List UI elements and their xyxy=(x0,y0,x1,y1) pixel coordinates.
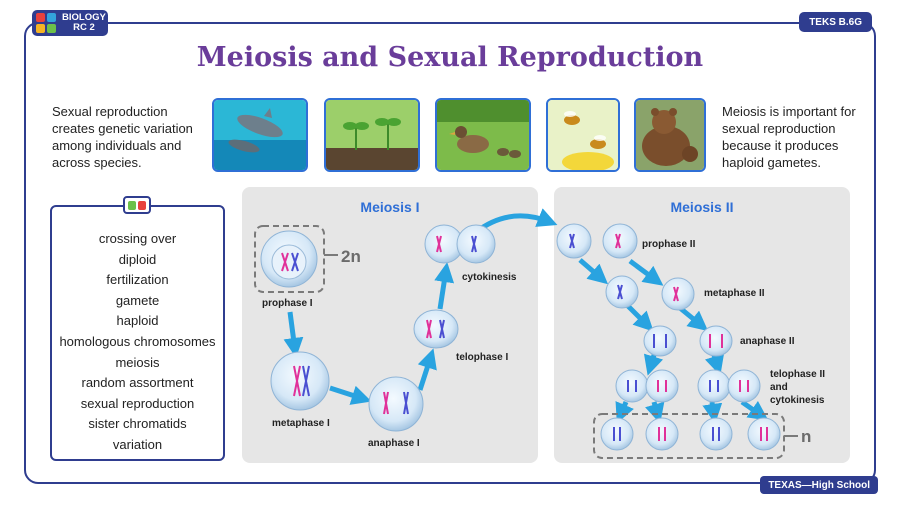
vocab-item: gamete xyxy=(115,292,160,308)
vocabulary-box: crossing over diploid fertilization game… xyxy=(50,205,225,461)
intro-right-text: Meiosis is important for sexual reproduc… xyxy=(722,104,856,170)
bee-photo xyxy=(546,98,620,172)
meiosis-2-title: Meiosis II xyxy=(670,199,734,215)
telophase-2-cells xyxy=(615,369,761,403)
vocab-item: crossing over xyxy=(98,231,177,246)
diploid-label: 2n xyxy=(341,247,361,266)
intro-left-text: Sexual reproduction creates genetic vari… xyxy=(52,104,193,170)
prophase-2-cells xyxy=(556,223,638,259)
meiosis-1-title: Meiosis I xyxy=(360,199,420,215)
anaphase-1-cell xyxy=(368,376,424,432)
vocab-item: random assortment xyxy=(81,375,194,391)
haploid-label: n xyxy=(801,427,811,446)
vocab-item: meiosis xyxy=(115,354,160,370)
duck-photo xyxy=(435,98,531,172)
prophase-1-cell xyxy=(260,230,318,288)
course-level: RC 2 xyxy=(73,22,95,33)
course-logo-icon xyxy=(36,13,56,33)
seedling-photo xyxy=(324,98,420,172)
vocab-item: variation xyxy=(112,436,163,452)
vocab-item: haploid xyxy=(116,313,159,329)
footer-badge: TEXAS—High School xyxy=(760,476,878,494)
diploid-cell-box xyxy=(254,225,325,293)
metaphase-2-label: metaphase II xyxy=(704,288,765,299)
bear-photo xyxy=(634,98,706,172)
page-title: Meiosis and Sexual Reproduction xyxy=(196,42,704,73)
telophase-1-label: telophase I xyxy=(456,352,508,363)
course-badge: BIOLOGY RC 2 xyxy=(32,10,108,36)
arrows-meiosis-1 xyxy=(283,208,558,405)
vocabulary-icon xyxy=(123,196,151,214)
vocab-item: sister chromatids xyxy=(88,416,187,432)
anaphase-2-label: anaphase II xyxy=(740,336,795,347)
metaphase-2-cells xyxy=(605,275,695,311)
arrows-meiosis-2 xyxy=(578,258,769,424)
prophase-1-label: prophase I xyxy=(262,298,313,309)
telophase-2-label-line2: and xyxy=(770,382,788,393)
vocab-item: fertilization xyxy=(106,272,169,288)
cytokinesis-1-label: cytokinesis xyxy=(462,272,517,283)
prophase-2-label: prophase II xyxy=(642,239,696,250)
cytokinesis-1-cells xyxy=(424,224,496,264)
vocabulary-list: crossing over diploid fertilization game… xyxy=(52,229,223,456)
vocab-item: diploid xyxy=(118,251,157,267)
metaphase-1-label: metaphase I xyxy=(272,418,330,429)
telophase-1-cell xyxy=(413,309,459,349)
dolphin-photo xyxy=(212,98,308,172)
anaphase-2-cells xyxy=(643,325,733,357)
teks-badge: TEKS B.6G xyxy=(799,12,872,32)
telophase-2-label-line3: cytokinesis xyxy=(770,395,825,406)
vocab-item: homologous chromosomes xyxy=(59,333,216,349)
anaphase-1-label: anaphase I xyxy=(368,438,420,449)
metaphase-1-cell xyxy=(270,351,330,411)
telophase-2-label-line1: telophase II xyxy=(770,369,825,380)
vocab-item: sexual reproduction xyxy=(80,395,195,411)
gamete-cells xyxy=(600,417,781,451)
course-name: BIOLOGY xyxy=(62,12,106,23)
